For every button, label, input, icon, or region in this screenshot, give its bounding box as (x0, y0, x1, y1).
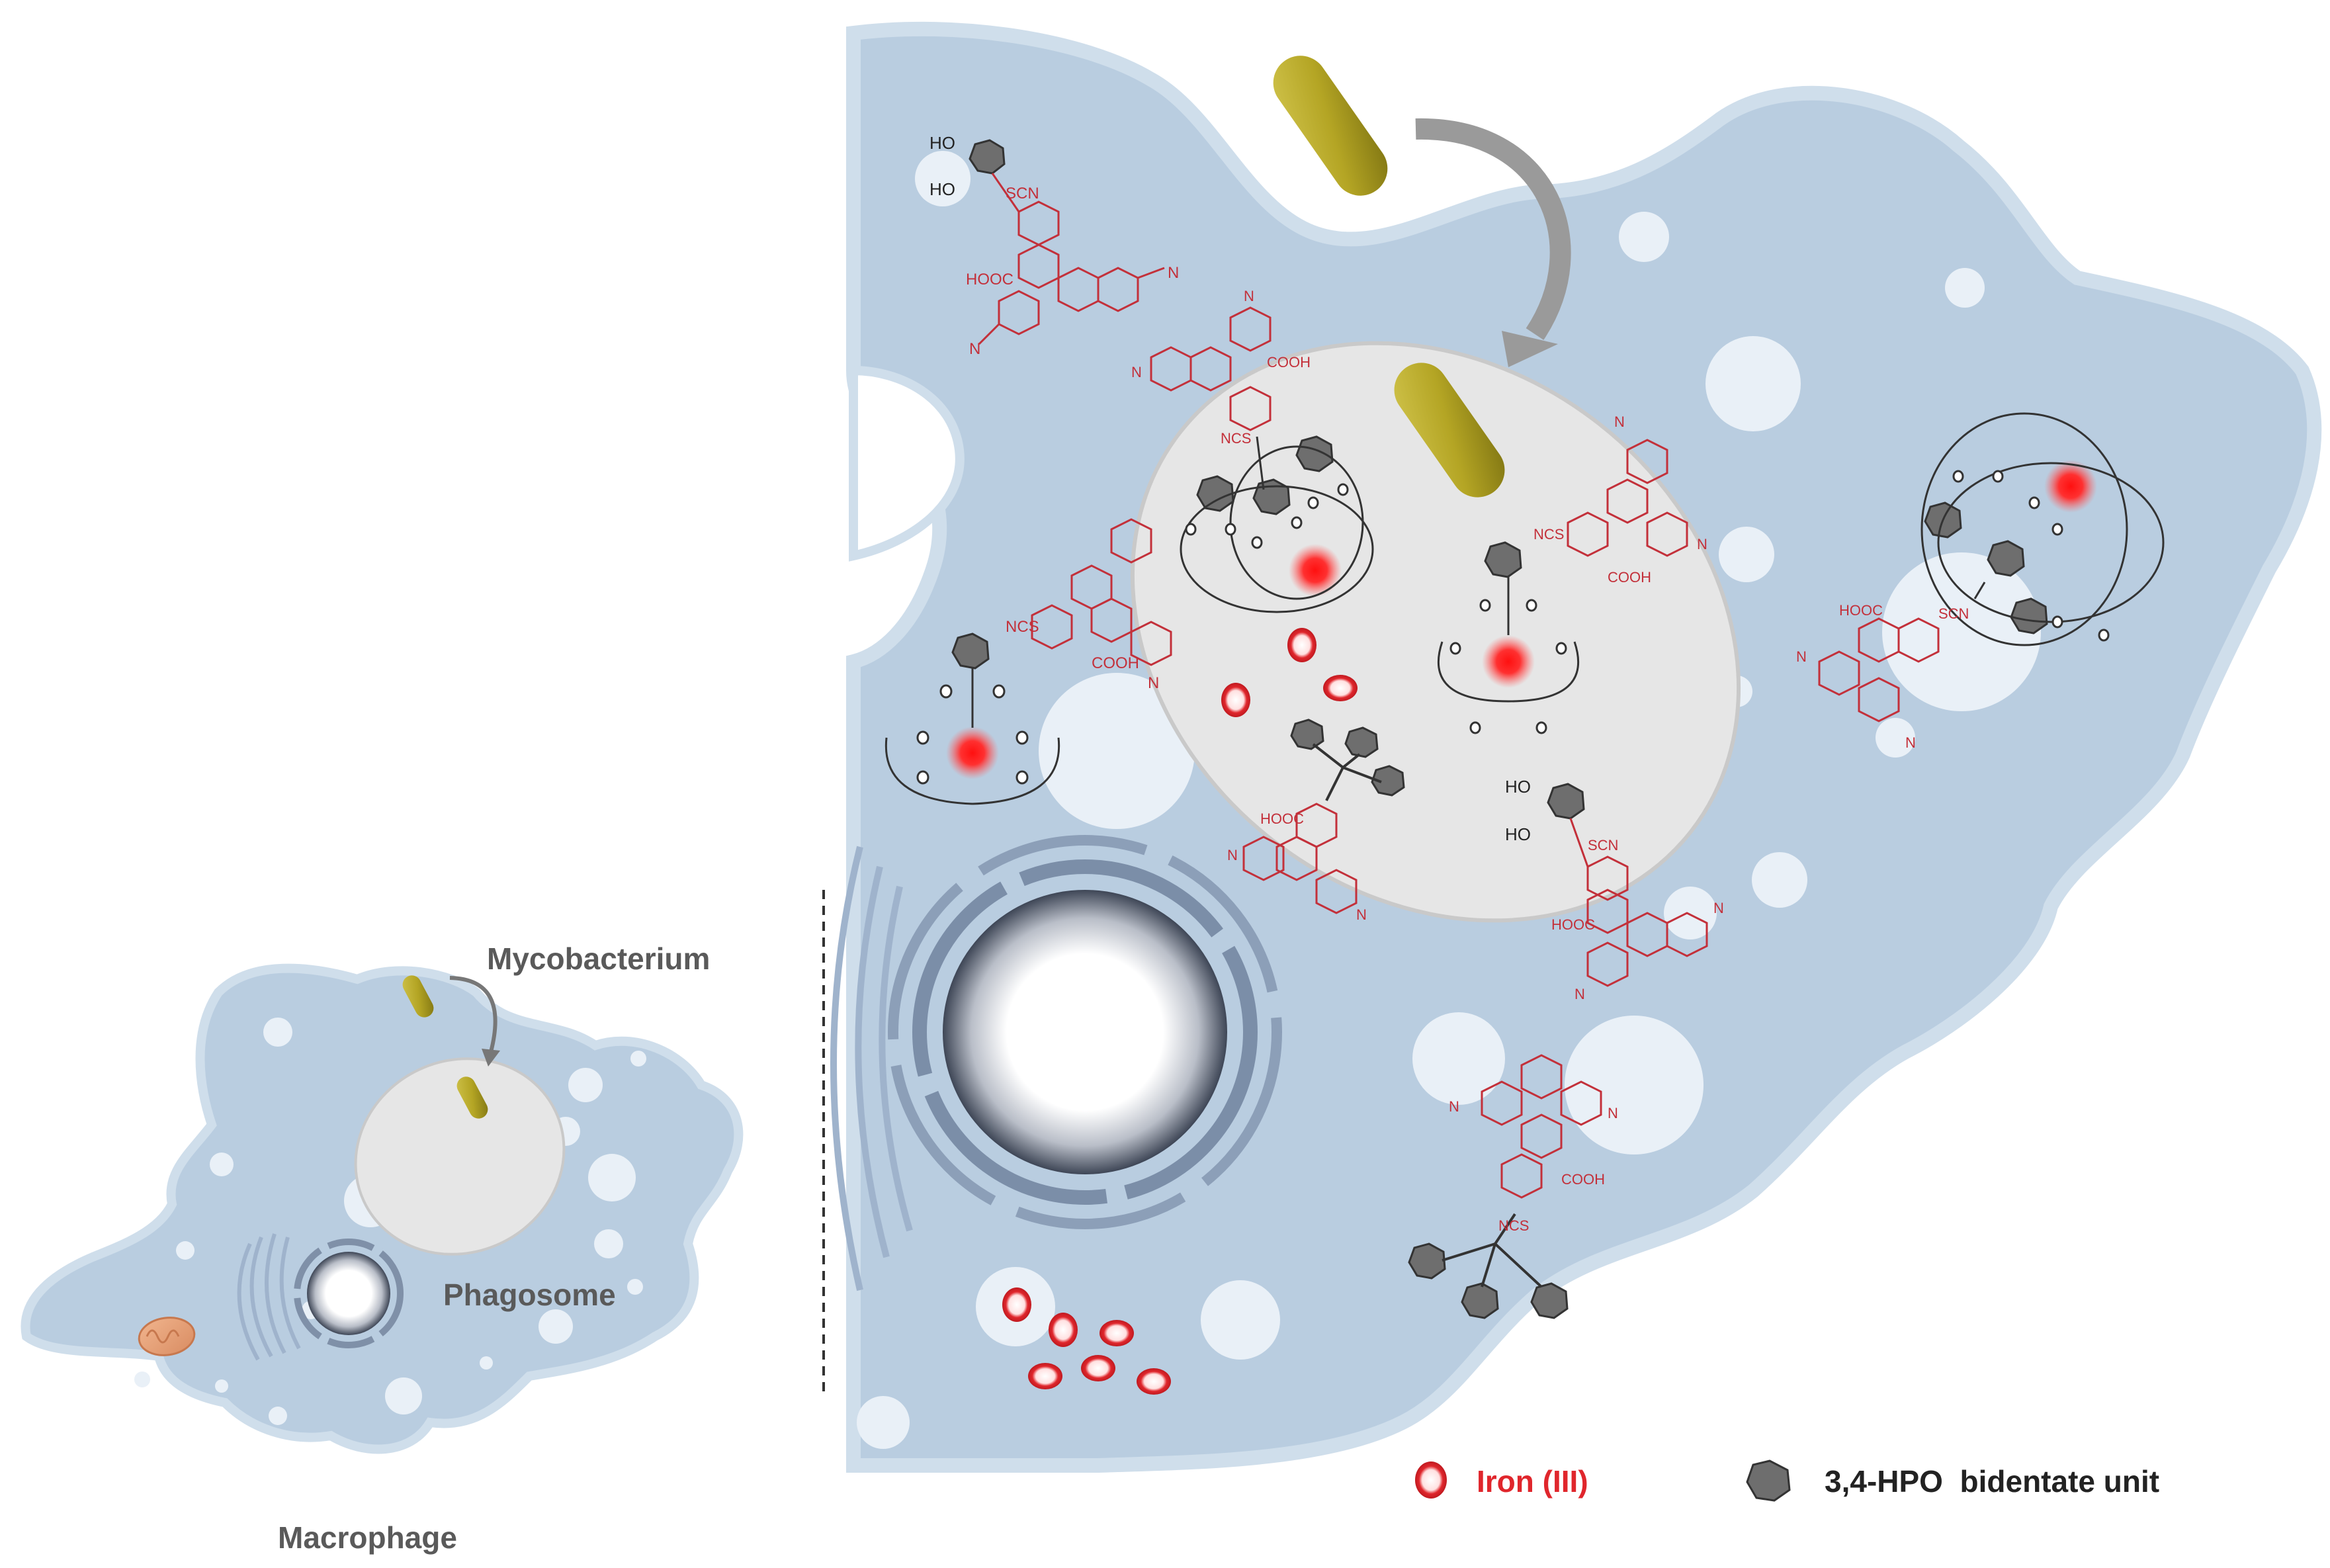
iron-chelate-complex-d: NCS COOH N N (1437, 414, 1707, 734)
hpo-unit (1547, 783, 1585, 820)
iron-chelate-complex-b: NCS COOH N (885, 518, 1172, 805)
chem-scn: SCN (1006, 185, 1039, 202)
free-iron-group (1002, 628, 1358, 1395)
hpo-unit (1196, 475, 1234, 512)
small-uptake-arrowhead (482, 1049, 500, 1067)
chem-n: N (1614, 414, 1625, 430)
chem-n: N (1449, 1098, 1459, 1115)
zoomed-macrophage (830, 21, 2322, 1473)
label-phagosome: Phagosome (443, 1278, 616, 1312)
chem-n: N (1608, 1105, 1618, 1121)
small-uptake-arrow (449, 976, 497, 1053)
legend-hpo-swatch (1746, 1459, 1791, 1502)
hpo-unit (969, 139, 1006, 175)
legend-iron-label: Iron (III) (1477, 1464, 1588, 1499)
chem-ho: HO (1505, 777, 1531, 797)
chelated-iron (2044, 460, 2097, 513)
iron-chelate-complex-g: SCN HOOC N N (1796, 412, 2165, 751)
iron-ion (1137, 1368, 1171, 1395)
iron-ion (1002, 1287, 1031, 1322)
small-golgi (237, 1233, 301, 1361)
chem-hooc: HOOC (1839, 602, 1883, 619)
iron-ion (1081, 1355, 1115, 1381)
chem-cooh: COOH (1267, 354, 1311, 370)
chem-ho: HO (1505, 824, 1531, 844)
zoomed-nucleus (888, 835, 1282, 1229)
hpo-unit (1295, 435, 1334, 472)
bacterium-in-phagosome (1394, 363, 1505, 498)
iron-ion (1028, 1363, 1062, 1389)
chem-n: N (1131, 364, 1142, 380)
chelated-iron (1482, 635, 1535, 688)
uptake-arrow (1415, 118, 1571, 340)
label-macrophage: Macrophage (278, 1520, 457, 1555)
small-macrophage (21, 963, 744, 1454)
iron-ion (1049, 1313, 1078, 1347)
hpo-unit (1290, 719, 1324, 750)
iron-chelate-complex-c: NCS COOH N N (1131, 288, 1374, 613)
chem-ho: HO (929, 179, 955, 199)
chem-n: N (1244, 288, 1254, 304)
hpo-unit (1371, 765, 1405, 797)
zoomed-vesicles (857, 151, 2041, 1449)
hpo-unit (1344, 726, 1379, 758)
iron-ion (1221, 683, 1250, 717)
free-hpo-ligand-a: HO HO SCN HOOC N N (929, 133, 1179, 358)
hpo-unit (1484, 541, 1522, 578)
iron-ion (1323, 675, 1358, 701)
legend: Iron (III) 3,4-HPO bidentate unit (1415, 1459, 2159, 1502)
chem-ncs: NCS (1533, 526, 1564, 543)
small-mitochondrion (138, 1317, 196, 1356)
chem-hooc: HOOC (1551, 916, 1595, 933)
chem-n: N (1905, 734, 1916, 751)
chem-ho: HO (929, 133, 955, 153)
chem-cooh: COOH (1608, 569, 1651, 586)
chem-n: N (1796, 648, 1807, 665)
hpo-unit (2010, 597, 2048, 634)
small-bacterium-outside (402, 975, 434, 1018)
chelated-iron (946, 726, 999, 779)
small-phagosome (354, 1057, 566, 1256)
bacterium-outside (1273, 56, 1388, 196)
chem-scn: SCN (1938, 605, 1969, 622)
iron-ion (1100, 1320, 1134, 1346)
iron-ion (1287, 628, 1316, 662)
hpo-unit (951, 632, 990, 670)
free-hpo-ligand-f: HO HO SCN HOOC N N (1505, 777, 1724, 1002)
hpo-unit (1252, 478, 1291, 515)
chem-n: N (1148, 674, 1159, 692)
small-bacterium-inside (456, 1076, 488, 1119)
chem-n: N (969, 340, 980, 358)
label-mycobacterium: Mycobacterium (487, 941, 710, 976)
chem-scn: SCN (1588, 837, 1618, 853)
chem-ncs: NCS (1221, 430, 1251, 447)
chem-cooh: COOH (1092, 654, 1139, 672)
chem-n: N (1713, 900, 1724, 916)
free-tripod-e: HOOC N N (1227, 719, 1405, 923)
hpo-unit (1408, 1242, 1446, 1280)
zoomed-membrane-pocket (849, 365, 965, 562)
hpo-unit (1530, 1282, 1569, 1319)
free-tripod-h: NCS COOH N N (1408, 1054, 1618, 1319)
chem-cooh: COOH (1561, 1171, 1605, 1188)
legend-iron-swatch (1415, 1461, 1447, 1499)
chelated-iron (1289, 544, 1342, 597)
chem-ncs: NCS (1006, 618, 1039, 636)
chem-n: N (1168, 264, 1179, 282)
hpo-unit (1461, 1282, 1499, 1319)
chem-n: N (1356, 906, 1367, 923)
uptake-arrowhead (1502, 331, 1558, 367)
chem-n: N (1697, 536, 1707, 552)
small-nucleus (294, 1239, 404, 1348)
zoomed-golgi (830, 846, 913, 1291)
hpo-unit (1987, 540, 2025, 577)
chem-ncs: NCS (1498, 1217, 1529, 1234)
legend-hpo-label: 3,4-HPO bidentate unit (1825, 1464, 2159, 1499)
chem-hooc: HOOC (966, 271, 1014, 288)
chem-hooc: HOOC (1260, 810, 1304, 827)
chem-n: N (1575, 986, 1585, 1002)
chem-n: N (1227, 847, 1238, 863)
